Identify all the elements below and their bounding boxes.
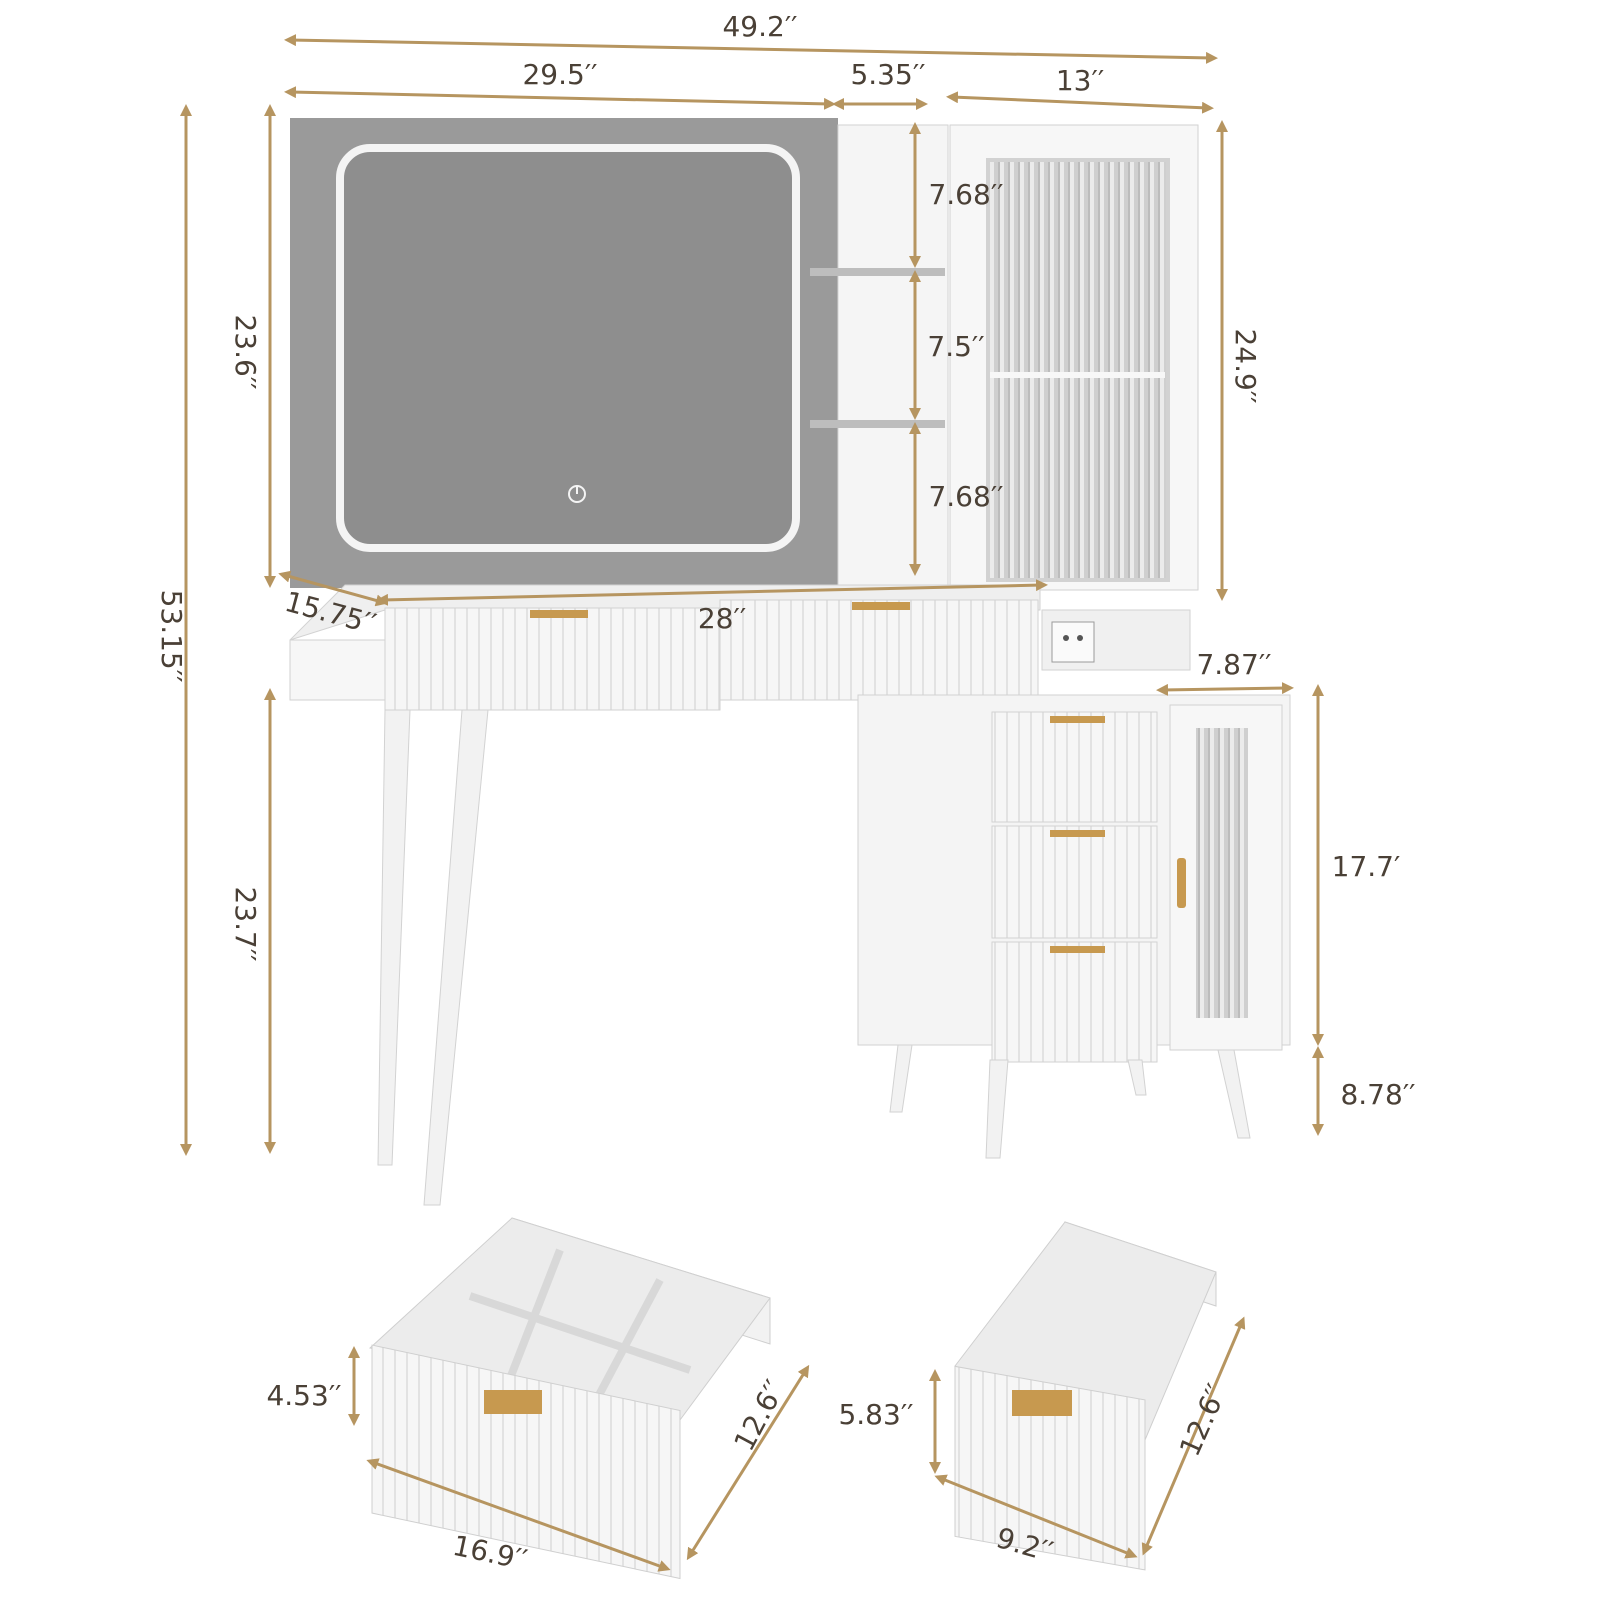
label-small-drawer-height: 5.83′′ [838, 1398, 913, 1431]
power-outlet-icon [1051, 621, 1095, 663]
desk-apron [289, 639, 386, 701]
label-small-drawer-depth: 12.6′′ [1173, 1379, 1234, 1461]
side-drawer-2[interactable] [991, 825, 1158, 939]
label-mirror-height: 23.6′′ [229, 314, 262, 389]
label-overall-width: 49.2′′ [722, 10, 797, 43]
label-leg-height: 23.7′′ [229, 886, 262, 961]
label-shelf-gap-top: 7.68′′ [928, 178, 1003, 211]
led-mirror [336, 144, 800, 552]
label-side-cabinet-leg-height: 8.78′′ [1340, 1078, 1415, 1111]
label-side-cabinet-depth: 7.87′′ [1196, 648, 1271, 681]
desk-leg-left [377, 709, 411, 1166]
dimension-lines [180, 34, 1324, 1572]
shelf-top [810, 268, 945, 276]
dim-line-side-cabinet-depth [1156, 682, 1294, 696]
dim-line-overall-width [284, 34, 1218, 64]
dim-line-desktop-width [376, 579, 1048, 606]
shelf-column [837, 124, 949, 586]
label-overall-height: 53.15′′ [155, 590, 188, 683]
dim-line-divided-drawer-width [366, 1458, 671, 1572]
tall-cabinet-glass-door[interactable] [986, 158, 1170, 582]
vanity-illustration [289, 118, 1291, 1580]
dim-line-divided-drawer-depth [686, 1364, 810, 1561]
dim-line-cabinet-width [946, 91, 1214, 114]
label-cabinet-width: 13′′ [1056, 64, 1104, 97]
label-shelf-gap-middle: 7.5′′ [927, 330, 984, 363]
side-drawer-3[interactable] [991, 941, 1158, 1063]
label-cabinet-height: 24.9′′ [1229, 328, 1262, 403]
dim-line-small-drawer-depth [1141, 1316, 1246, 1556]
drawer-right[interactable] [719, 599, 1039, 701]
side-drawer-1[interactable] [991, 711, 1158, 823]
label-side-cabinet-height: 17.7′ [1332, 850, 1401, 883]
label-mirror-width: 29.5′′ [522, 58, 597, 91]
label-shelf-gap-bottom: 7.68′′ [928, 480, 1003, 513]
label-desktop-width: 28′′ [698, 602, 746, 635]
drawer-left[interactable] [384, 607, 721, 711]
dim-line-small-drawer-width [934, 1474, 1138, 1559]
label-divided-drawer-depth: 12.6′′ [727, 1375, 791, 1457]
shelf-bottom [810, 420, 945, 428]
label-divided-drawer-height: 4.53′′ [266, 1379, 341, 1412]
label-shelf-column-width: 5.35′′ [850, 58, 925, 91]
dim-line-mirror-width [284, 86, 836, 110]
power-icon[interactable] [568, 485, 586, 503]
dim-line-desk-depth [278, 570, 388, 607]
desk-leg-right [423, 709, 489, 1206]
small-drawer [954, 1221, 1217, 1571]
